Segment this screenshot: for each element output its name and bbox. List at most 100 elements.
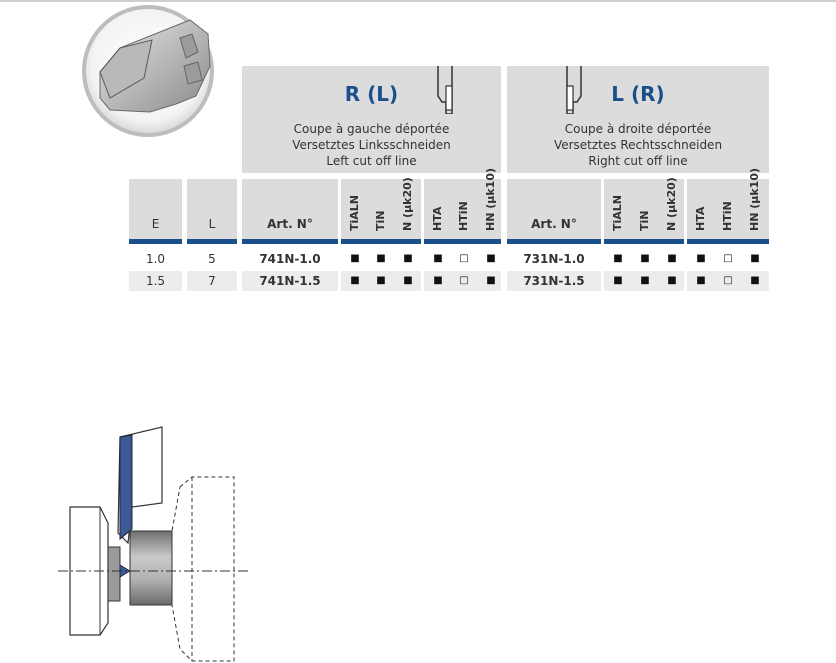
availability-mark: ■ bbox=[640, 253, 650, 264]
table-row-bg bbox=[507, 271, 601, 291]
coating-label-text: HTiN bbox=[721, 201, 734, 231]
cell-e: 1.5 bbox=[145, 274, 166, 288]
blue-rule bbox=[604, 239, 684, 244]
coating-label: HTiN bbox=[714, 179, 742, 231]
coating-label: TiN bbox=[367, 179, 395, 231]
col-label: Art. N° bbox=[267, 217, 313, 231]
coating-label-text: TiN bbox=[638, 210, 651, 231]
coating-label-text: N (µk20) bbox=[401, 177, 414, 231]
col-label: Art. N° bbox=[531, 217, 577, 231]
left-cut-icon bbox=[437, 66, 453, 114]
blue-rule bbox=[507, 239, 601, 244]
variant-header-right: L (R) Coupe à droite déportée Versetztes… bbox=[507, 66, 769, 173]
availability-mark: ■ bbox=[613, 275, 623, 286]
availability-mark: ■ bbox=[403, 275, 413, 286]
cell-e: 1.0 bbox=[145, 252, 166, 266]
coating-label: HTA bbox=[687, 179, 715, 231]
coating-label: N (µk20) bbox=[658, 177, 686, 231]
coating-label-text: N (µk20) bbox=[665, 177, 678, 231]
availability-mark: ■ bbox=[350, 275, 360, 286]
variant-desc-right: Coupe à droite déportée Versetztes Recht… bbox=[507, 121, 769, 169]
availability-mark: □ bbox=[723, 253, 733, 264]
coating-label-text: TiALN bbox=[611, 194, 624, 231]
cell-art-left: 741N-1.0 bbox=[259, 252, 321, 266]
col-header-coatings-left-2 bbox=[424, 179, 501, 239]
insert-tool-image bbox=[82, 5, 214, 137]
variant-header-left: R (L) Coupe à gauche déportée Versetztes… bbox=[242, 66, 501, 173]
availability-mark: ■ bbox=[376, 253, 386, 264]
cutoff-diagram bbox=[58, 426, 248, 662]
desc-line: Left cut off line bbox=[326, 154, 417, 168]
variant-title-left: R (L) bbox=[344, 82, 399, 106]
availability-mark: ■ bbox=[613, 253, 623, 264]
cell-l: 7 bbox=[208, 274, 216, 288]
blue-rule bbox=[341, 239, 421, 244]
availability-mark: □ bbox=[723, 275, 733, 286]
variant-desc-left: Coupe à gauche déportée Versetztes Links… bbox=[242, 121, 501, 169]
desc-line: Versetztes Linksschneiden bbox=[292, 138, 451, 152]
col-header-coatings-right-1 bbox=[604, 179, 684, 239]
availability-mark: ■ bbox=[696, 275, 706, 286]
availability-mark: ■ bbox=[433, 253, 443, 264]
cell-l: 5 bbox=[208, 252, 216, 266]
col-header-coatings-left-1 bbox=[341, 179, 421, 239]
blue-rule bbox=[687, 239, 769, 244]
desc-line: Coupe à gauche déportée bbox=[293, 122, 450, 136]
table-row-bg bbox=[341, 271, 421, 291]
coating-label: HN (µk10) bbox=[741, 168, 769, 231]
availability-mark: ■ bbox=[750, 253, 760, 264]
desc-line: Versetztes Rechtsschneiden bbox=[553, 138, 723, 152]
table-row-bg bbox=[129, 249, 769, 269]
table-row-bg bbox=[687, 271, 769, 291]
coating-label-text: HTiN bbox=[457, 201, 470, 231]
cell-art-right: 731N-1.0 bbox=[523, 252, 585, 266]
availability-mark: ■ bbox=[667, 275, 677, 286]
cell-art-left: 741N-1.5 bbox=[259, 274, 321, 288]
table-row-bg bbox=[187, 271, 237, 291]
coating-label: HN (µk10) bbox=[477, 168, 505, 231]
availability-mark: ■ bbox=[667, 253, 677, 264]
coating-label: N (µk20) bbox=[394, 177, 422, 231]
coating-label-text: HTA bbox=[694, 206, 707, 231]
table-row-bg bbox=[129, 271, 182, 291]
blue-rule bbox=[129, 239, 182, 244]
availability-mark: ■ bbox=[350, 253, 360, 264]
table-row-bg bbox=[424, 271, 501, 291]
blue-rule bbox=[424, 239, 501, 244]
availability-mark: □ bbox=[459, 275, 469, 286]
desc-line: Coupe à droite déportée bbox=[564, 122, 712, 136]
availability-mark: ■ bbox=[750, 275, 760, 286]
availability-mark: ■ bbox=[403, 253, 413, 264]
col-header-l: L bbox=[187, 179, 237, 239]
coating-label: TiALN bbox=[604, 179, 632, 231]
desc-line: Right cut off line bbox=[588, 154, 688, 168]
coating-label-text: TiN bbox=[374, 210, 387, 231]
col-header-coatings-right-2 bbox=[687, 179, 769, 239]
table-row-bg bbox=[242, 271, 338, 291]
coating-label-text: HN (µk10) bbox=[484, 167, 497, 231]
col-header-e: E bbox=[129, 179, 182, 239]
variant-title-right: L (R) bbox=[611, 82, 665, 106]
cell-art-right: 731N-1.5 bbox=[523, 274, 585, 288]
coating-label: TiN bbox=[631, 179, 659, 231]
availability-mark: ■ bbox=[486, 253, 496, 264]
availability-mark: ■ bbox=[433, 275, 443, 286]
table-row-bg bbox=[604, 271, 684, 291]
availability-mark: ■ bbox=[696, 253, 706, 264]
col-header-art-right: Art. N° bbox=[507, 179, 601, 239]
coating-label-text: TiALN bbox=[348, 194, 361, 231]
coating-label-text: HN (µk10) bbox=[748, 167, 761, 231]
top-border bbox=[0, 0, 836, 2]
availability-mark: □ bbox=[459, 253, 469, 264]
coating-label: TiALN bbox=[341, 179, 369, 231]
availability-mark: ■ bbox=[486, 275, 496, 286]
availability-mark: ■ bbox=[376, 275, 386, 286]
right-cut-icon bbox=[566, 66, 582, 114]
blue-rule bbox=[187, 239, 237, 244]
blue-rule bbox=[242, 239, 338, 244]
col-header-art-left: Art. N° bbox=[242, 179, 338, 239]
coating-label: HTA bbox=[424, 179, 452, 231]
coating-label-text: HTA bbox=[431, 206, 444, 231]
col-label: L bbox=[208, 217, 216, 231]
coating-label: HTiN bbox=[450, 179, 478, 231]
